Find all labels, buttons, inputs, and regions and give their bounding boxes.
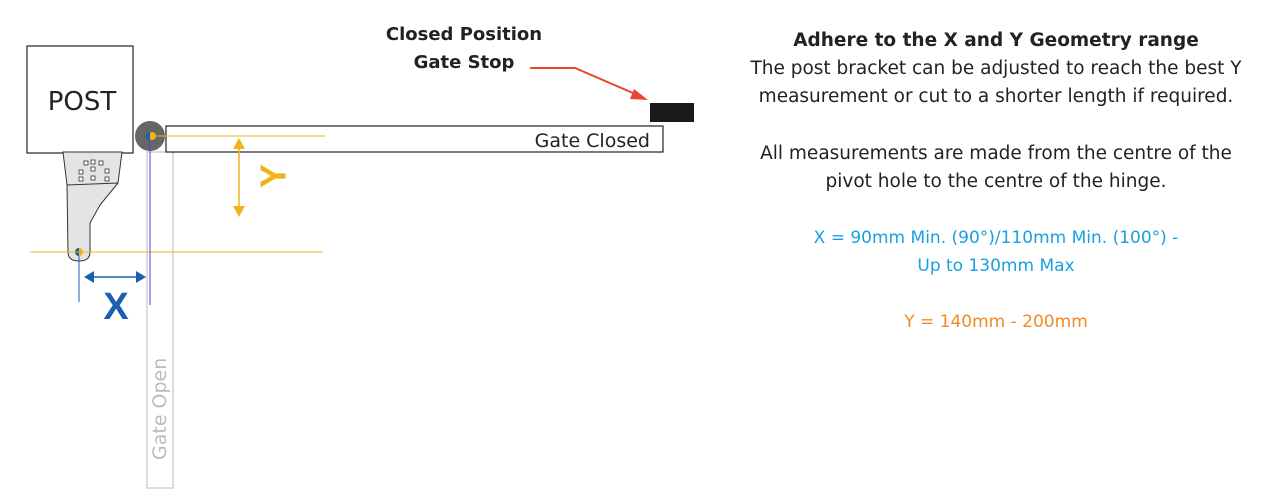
post-label: POST	[48, 87, 117, 117]
x-range-line1: X = 90mm Min. (90°)/110mm Min. (100°) -	[814, 228, 1179, 248]
gate-stop-label-line2: Gate Stop	[414, 52, 515, 73]
geometry-notes: Adhere to the X and Y Geometry range The…	[749, 30, 1242, 332]
y-dimension-arrow	[233, 138, 245, 217]
notes-paragraph2-line1: All measurements are made from the centr…	[760, 143, 1232, 164]
y-range: Y = 140mm - 200mm	[903, 312, 1088, 332]
post	[26, 45, 134, 154]
post-bracket	[62, 151, 123, 262]
gate-stop	[650, 103, 694, 122]
x-label: X	[103, 286, 129, 328]
notes-paragraph1-line2: measurement or cut to a shorter length i…	[759, 86, 1234, 107]
notes-paragraph2-line2: pivot hole to the centre of the hinge.	[826, 171, 1167, 192]
gate-stop-label-line1: Closed Position	[386, 24, 542, 45]
notes-paragraph1-line1: The post bracket can be adjusted to reac…	[749, 58, 1242, 79]
x-dimension-arrow	[84, 271, 146, 283]
gate-open	[146, 151, 174, 489]
gate-closed-label: Gate Closed	[535, 130, 650, 152]
x-range-line2: Up to 130mm Max	[917, 256, 1074, 276]
notes-title: Adhere to the X and Y Geometry range	[793, 30, 1199, 51]
gate-stop-pointer-arrow	[530, 67, 648, 100]
gate-open-label: Gate Open	[149, 358, 171, 460]
gate-closed	[165, 125, 664, 153]
y-label: Y	[253, 164, 294, 188]
